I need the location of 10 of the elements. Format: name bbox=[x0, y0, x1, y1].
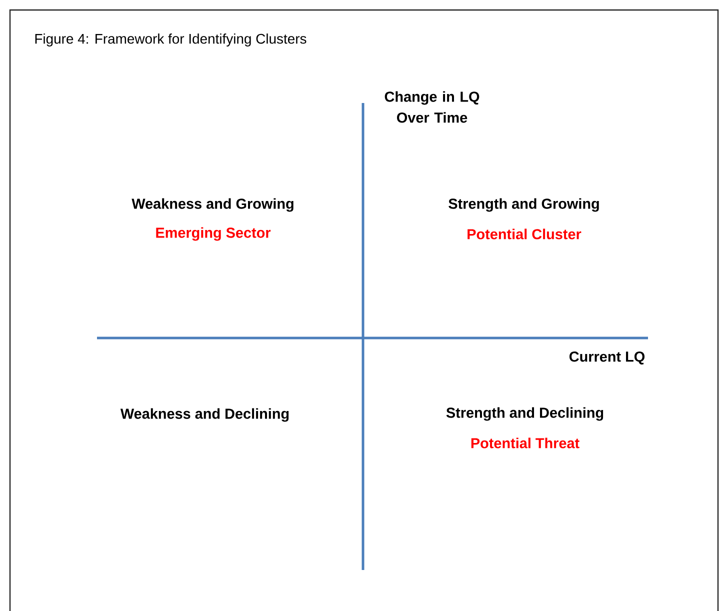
axis-label: Current LQ bbox=[569, 352, 645, 364]
axis-label: Change in LQ Over Time bbox=[384, 91, 480, 123]
quadrant-label: Weakness and Growing bbox=[132, 198, 294, 212]
quadrant-label: Strength and Declining bbox=[446, 407, 604, 421]
category-label: Potential Cluster bbox=[468, 228, 582, 240]
figure-title: Figure 4: Framework for Identifying Clusters bbox=[35, 34, 306, 46]
quadrant-label: Strength and Growing bbox=[448, 198, 599, 212]
category-label: Emerging Sector bbox=[156, 227, 271, 241]
quadrant-label: Weakness and Declining bbox=[120, 408, 289, 422]
category-label: Potential Threat bbox=[471, 438, 580, 448]
